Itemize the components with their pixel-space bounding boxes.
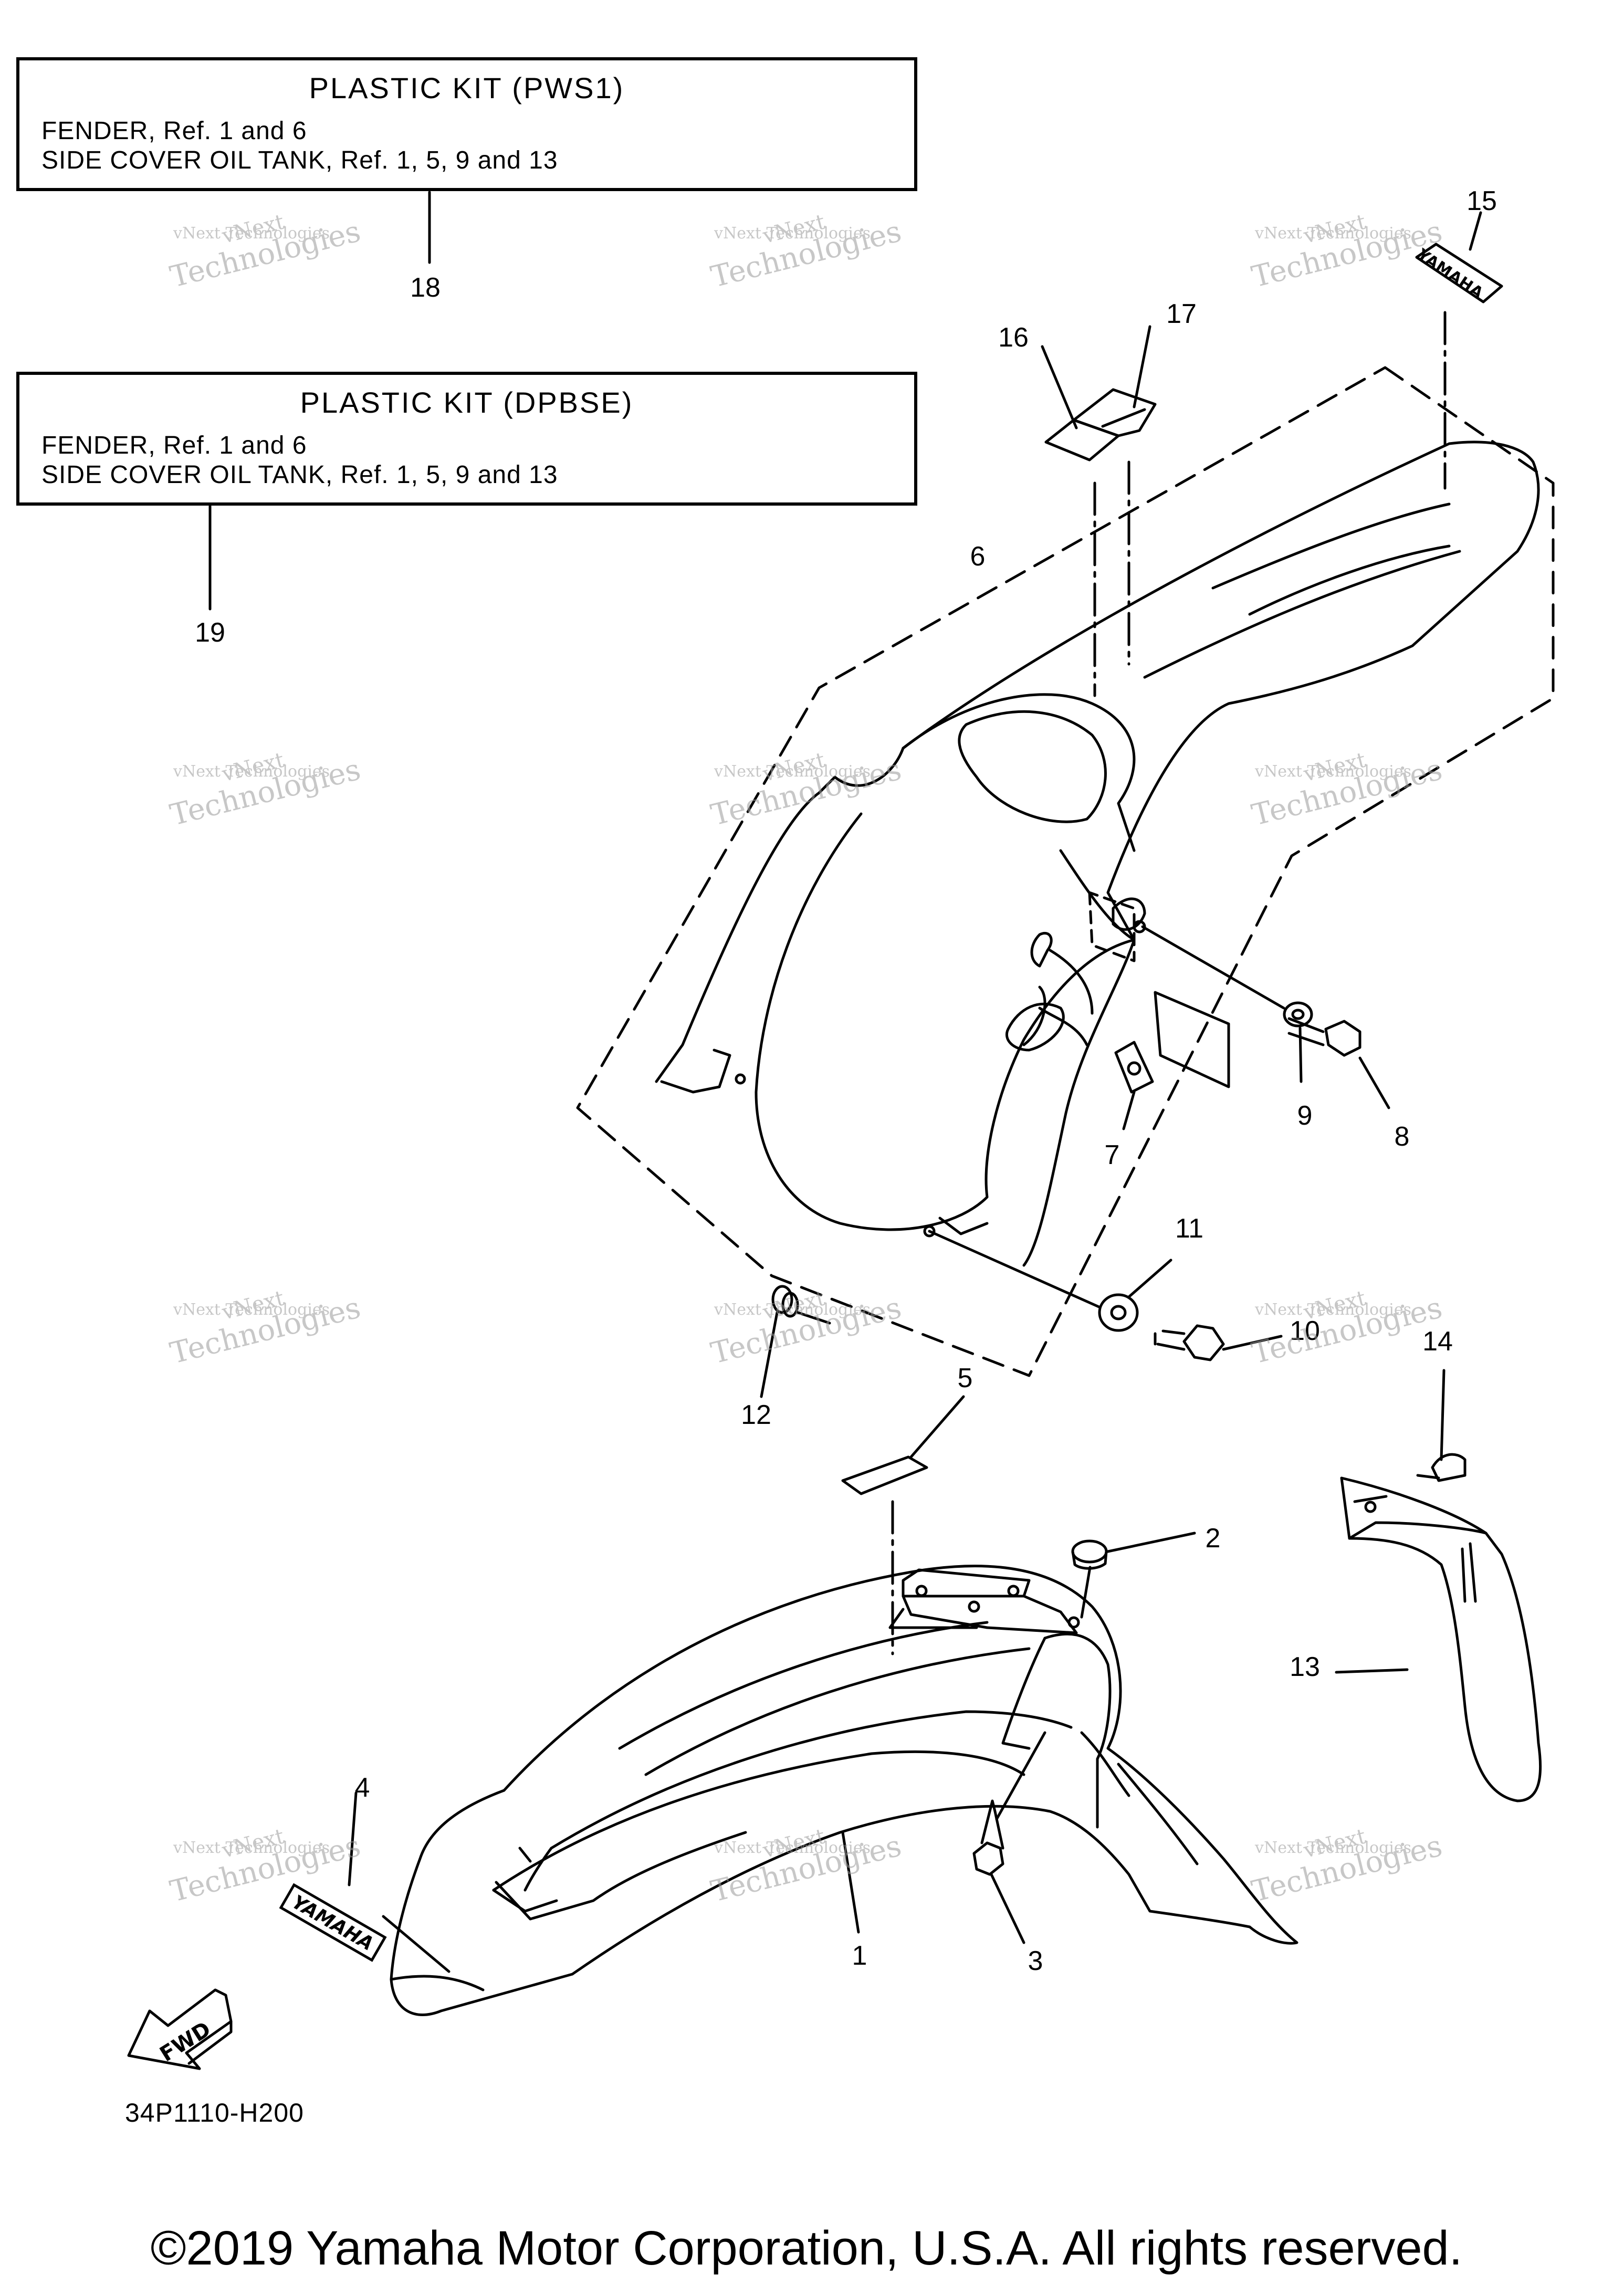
- kit-title: PLASTIC KIT (PWS1): [309, 71, 625, 104]
- callout-9: 9: [1297, 1100, 1313, 1131]
- kit-line: SIDE COVER OIL TANK, Ref. 1, 5, 9 and 13: [41, 461, 558, 489]
- callout-12: 12: [741, 1400, 771, 1430]
- screw-14: [1416, 1369, 1467, 1482]
- diagram-reference-code: 34P1110-H200: [125, 2098, 304, 2127]
- copyright-notice: ©2019 Yamaha Motor Corporation, U.S.A. A…: [150, 2221, 1463, 2275]
- rear-fender: [655, 441, 1540, 1267]
- callout-3: 3: [1028, 1946, 1043, 1976]
- rear-fender-group-outline: [576, 366, 1555, 1377]
- washer-9: [1283, 1001, 1313, 1083]
- front-fender: [390, 1565, 1298, 2016]
- callout-14: 14: [1422, 1326, 1453, 1357]
- decal-17: [1072, 388, 1157, 437]
- callout-17: 17: [1166, 299, 1197, 329]
- washer-12: [760, 1285, 799, 1398]
- leader-line-4: [348, 1791, 358, 1886]
- callout-2: 2: [1205, 1523, 1221, 1554]
- callout-1: 1: [852, 1941, 867, 1971]
- decal-4-text: YAMAHA: [288, 1891, 378, 1955]
- nut-7: [1114, 1041, 1154, 1130]
- leader-line-4b: [382, 1915, 451, 1973]
- decal-5: [841, 1455, 928, 1495]
- side-cover-13: [1335, 1476, 1542, 1802]
- callout-4: 4: [354, 1773, 370, 1803]
- plastic-kit-pws1-box: PLASTIC KIT (PWS1) FENDER, Ref. 1 and 6 …: [16, 57, 917, 191]
- leader-line-1: [841, 1831, 860, 1934]
- bolt-2: [1071, 1532, 1196, 1619]
- callout-19: 19: [195, 617, 225, 648]
- callout-15: 15: [1467, 186, 1497, 216]
- callout-5: 5: [957, 1363, 973, 1393]
- callout-6: 6: [970, 541, 986, 572]
- callout-13: 13: [1290, 1652, 1320, 1682]
- washer-11: [1098, 1259, 1172, 1332]
- bolt-8: [1287, 1017, 1390, 1109]
- decal-4-yamaha: YAMAHA: [279, 1883, 387, 1962]
- bolt-10: [1154, 1324, 1283, 1361]
- bolt-3: [972, 1731, 1046, 1944]
- kit-line: SIDE COVER OIL TANK, Ref. 1, 5, 9 and 13: [41, 146, 558, 174]
- callout-16: 16: [998, 322, 1029, 353]
- kit-line: FENDER, Ref. 1 and 6: [41, 432, 307, 459]
- callout-10: 10: [1290, 1316, 1320, 1346]
- callout-11: 11: [1175, 1213, 1203, 1244]
- decal-16: [1044, 418, 1120, 462]
- callout-7: 7: [1104, 1140, 1120, 1170]
- callout-18: 18: [410, 272, 441, 303]
- kit-title: PLASTIC KIT (DPBSE): [300, 386, 634, 419]
- callout-8: 8: [1394, 1121, 1410, 1152]
- decal-15-yamaha: [1415, 211, 1503, 303]
- kit-line: FENDER, Ref. 1 and 6: [41, 117, 307, 145]
- fwd-arrow-icon: [127, 1988, 233, 2070]
- plastic-kit-dpbse-box: PLASTIC KIT (DPBSE) FENDER, Ref. 1 and 6…: [16, 372, 917, 506]
